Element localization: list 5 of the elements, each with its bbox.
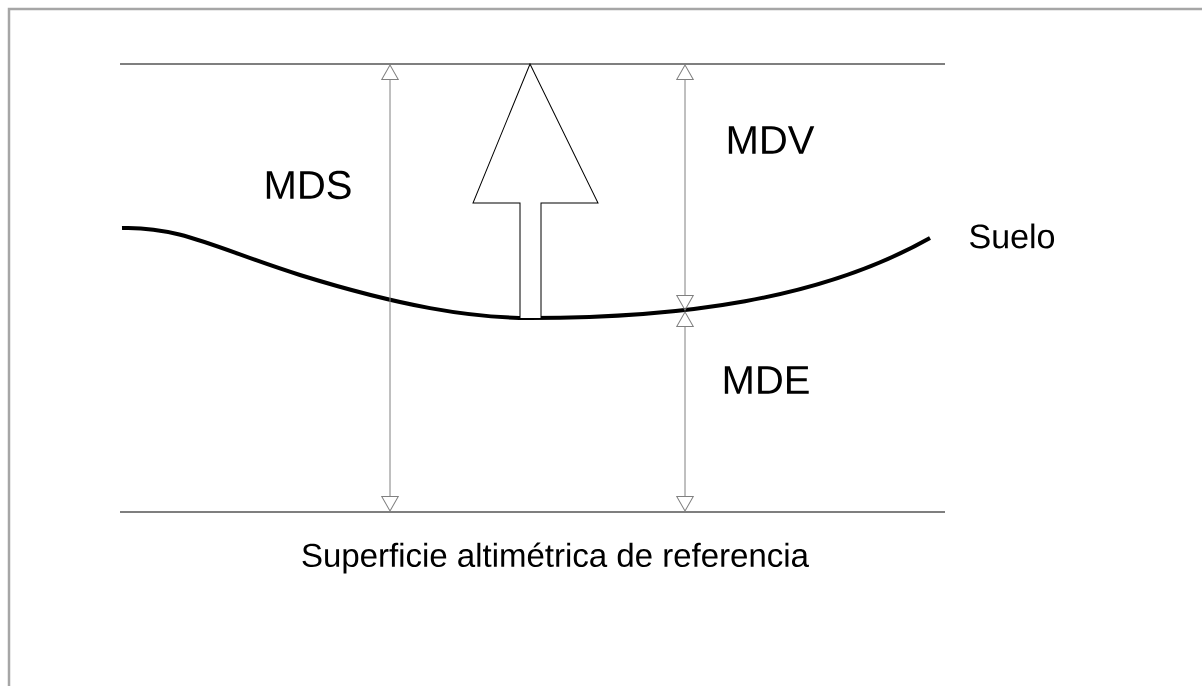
dimension-label: MDS	[266, 170, 351, 200]
dimension-label: MDE	[724, 366, 809, 394]
dimension-label: MDV	[728, 126, 815, 154]
ground-label: Suelo	[970, 223, 1055, 249]
reference-label: Superficie altimétrica de referencia	[302, 542, 809, 574]
